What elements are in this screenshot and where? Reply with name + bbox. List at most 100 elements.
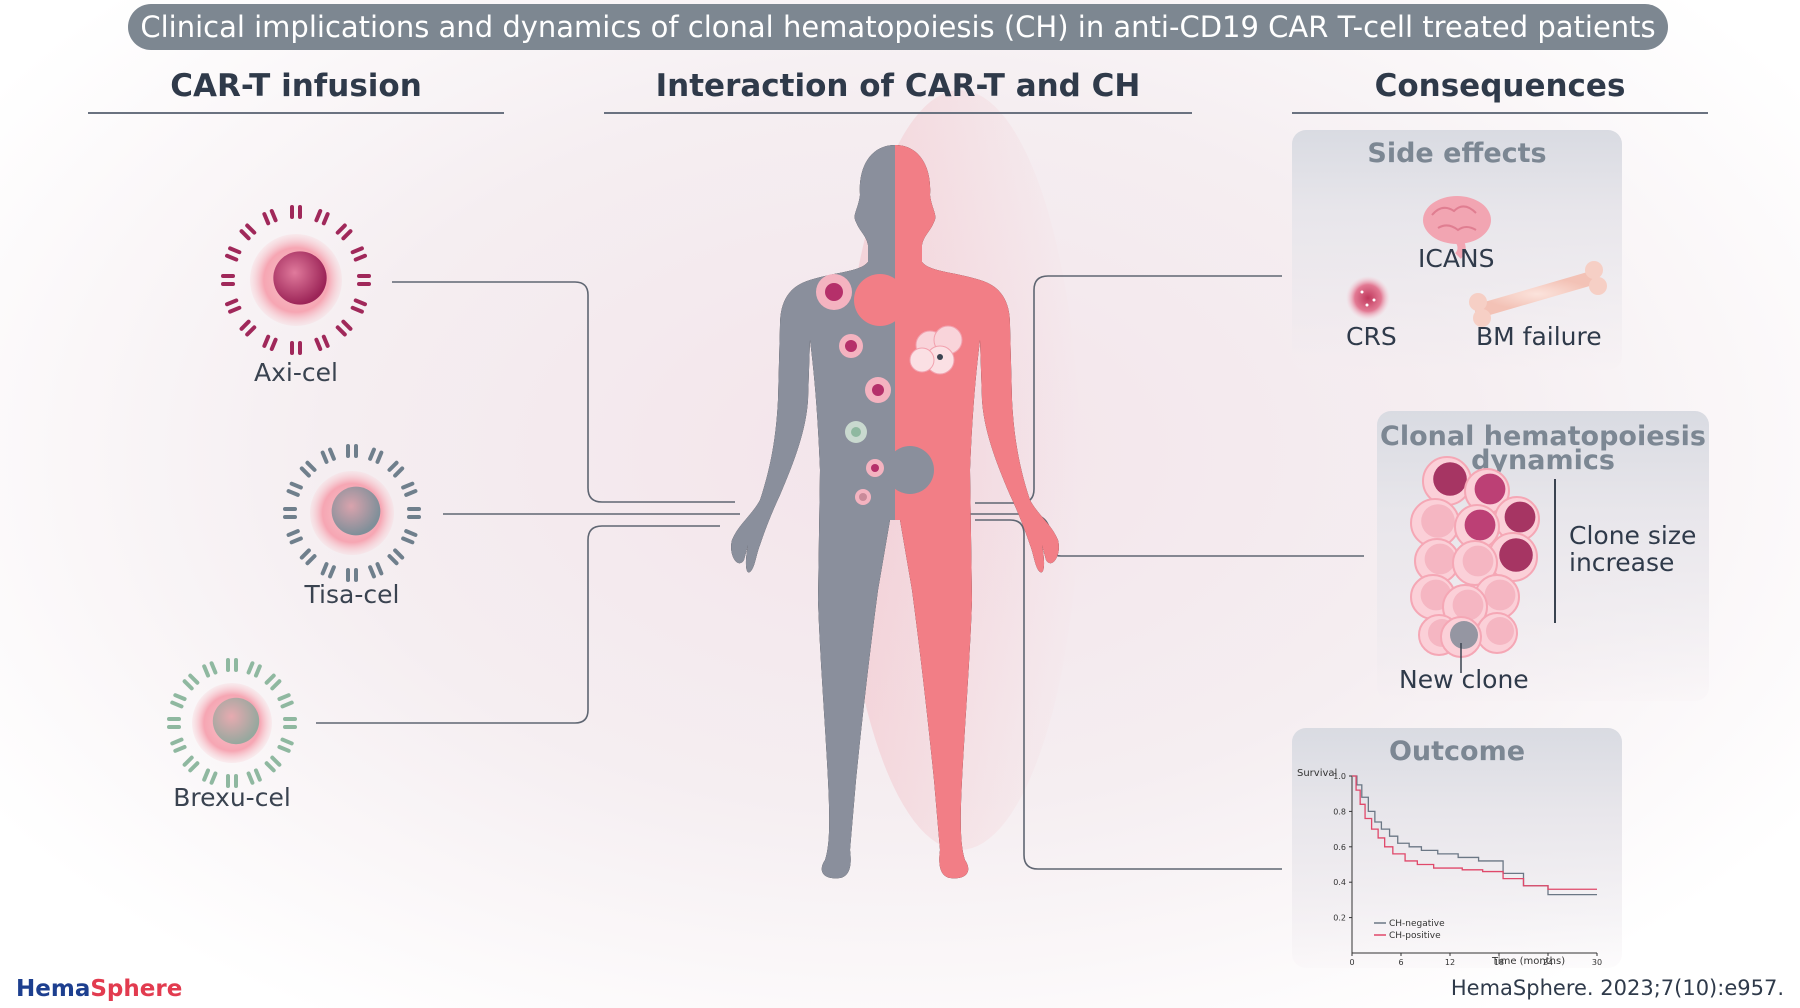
car-receptor [170, 737, 187, 753]
clone-nucleus [1504, 501, 1536, 533]
clone-nucleus [1450, 621, 1478, 649]
clone-nucleus [1474, 473, 1506, 505]
y-tick-label: 1.0 [1333, 772, 1346, 781]
car-receptor [226, 774, 238, 788]
cell-nucleus [212, 697, 260, 745]
column-title-car-t-infusion: CAR-T infusion [170, 68, 422, 104]
car-receptor [202, 661, 218, 678]
column-rule-right [1292, 112, 1708, 114]
car-receptor [246, 661, 262, 678]
car-receptor [167, 717, 181, 729]
new-clone-label: New clone [1399, 665, 1529, 694]
car-receptor [226, 658, 238, 672]
crs-icon [1346, 276, 1390, 320]
brain-icon [1423, 196, 1491, 259]
tisa-cel-label: Tisa-cel [304, 580, 400, 609]
car-receptor [368, 562, 384, 579]
y-tick-label: 0.2 [1333, 914, 1346, 923]
car-receptor [401, 529, 418, 545]
hemasphere-logo: HemaSphere [16, 976, 183, 1002]
bone-icon [1469, 261, 1607, 327]
car-receptor [221, 274, 235, 286]
time-axis-label: Time (months) [1492, 956, 1566, 967]
car-receptor [387, 548, 405, 566]
side-effects-title: Side effects [1367, 138, 1547, 169]
car-receptor [299, 460, 317, 478]
car-receptor [262, 334, 278, 351]
outcome-title: Outcome [1388, 736, 1526, 767]
connector-outcome [975, 519, 1282, 870]
ch-dynamics-panel: Clonal hematopoiesis dynamics Clone size… [1377, 411, 1709, 701]
clone-nucleus [1452, 589, 1484, 621]
x-tick-label: 24 [1543, 958, 1553, 967]
car-receptor [335, 223, 353, 241]
car-receptor [350, 298, 367, 314]
x-tick-label: 18 [1494, 958, 1504, 967]
side-effects-panel: Side effects ICANS CRS BM failure [1292, 130, 1622, 370]
car-receptor [357, 274, 371, 286]
x-tick-label: 0 [1349, 958, 1354, 967]
car-receptor [387, 460, 405, 478]
y-tick-label: 0.8 [1333, 807, 1346, 816]
y-tick-label: 0.6 [1333, 843, 1346, 852]
car-receptor [170, 693, 187, 709]
car-receptor [264, 673, 282, 691]
axi-cel-label: Axi-cel [254, 358, 338, 387]
car-receptor [368, 447, 384, 464]
km-curve-ch-positive [1352, 775, 1597, 890]
crs-label: CRS [1346, 322, 1397, 351]
tisa-cel-cell [283, 444, 421, 582]
clone-nucleus [1464, 509, 1496, 541]
citation: HemaSphere. 2023;7(10):e957. [1450, 976, 1784, 1000]
car-receptor [346, 568, 358, 582]
clone-nucleus [1433, 462, 1467, 496]
x-tick-label: 6 [1398, 958, 1403, 967]
connector-axi-cel [392, 281, 735, 503]
car-receptor [283, 507, 297, 519]
puzzle-tab-lower [886, 446, 934, 494]
car-receptor [320, 447, 336, 464]
car-receptor [335, 319, 353, 337]
car-receptor [202, 768, 218, 785]
ch-dynamics-title-line1: Clonal hematopoiesis [1380, 421, 1706, 452]
axi-cel-cell [221, 205, 371, 355]
legend-label: CH-negative [1389, 919, 1445, 929]
car-receptor [401, 481, 418, 497]
car-receptor [314, 209, 330, 226]
legend-label: CH-positive [1389, 931, 1441, 941]
car-receptor [182, 673, 200, 691]
car-receptor [277, 737, 294, 753]
car-receptor [239, 319, 257, 337]
survival-axis-label: Survival [1297, 768, 1338, 779]
car-receptor [290, 205, 302, 219]
left-connectors [316, 281, 740, 724]
clone-nucleus [1486, 617, 1514, 645]
column-rule-left [88, 112, 504, 114]
clone-size-line1: Clone size [1569, 521, 1697, 550]
car-t-cells-in-body [816, 274, 891, 505]
clone-cluster [1410, 456, 1556, 673]
column-title-interaction: Interaction of CAR-T and CH [655, 68, 1141, 104]
car-receptor [320, 562, 336, 579]
column-title-consequences: Consequences [1374, 68, 1626, 104]
car-receptor [283, 717, 297, 729]
km-curve-ch-negative [1352, 775, 1597, 896]
cell-nucleus [331, 486, 381, 536]
car-receptor [239, 223, 257, 241]
car-receptor [314, 334, 330, 351]
clone-nucleus [1499, 538, 1533, 572]
car-receptor [182, 755, 200, 773]
car-receptor [286, 481, 303, 497]
x-tick-label: 30 [1592, 958, 1602, 967]
bone-marrow-cluster [909, 325, 963, 375]
puzzle-tab-upper [854, 274, 906, 326]
car-receptor [286, 529, 303, 545]
page-title: Clinical implications and dynamics of cl… [128, 4, 1668, 50]
clone-size-line2: increase [1569, 548, 1675, 577]
human-figure [731, 145, 1059, 879]
car-receptor [346, 444, 358, 458]
side-effects-icons [1346, 196, 1607, 327]
